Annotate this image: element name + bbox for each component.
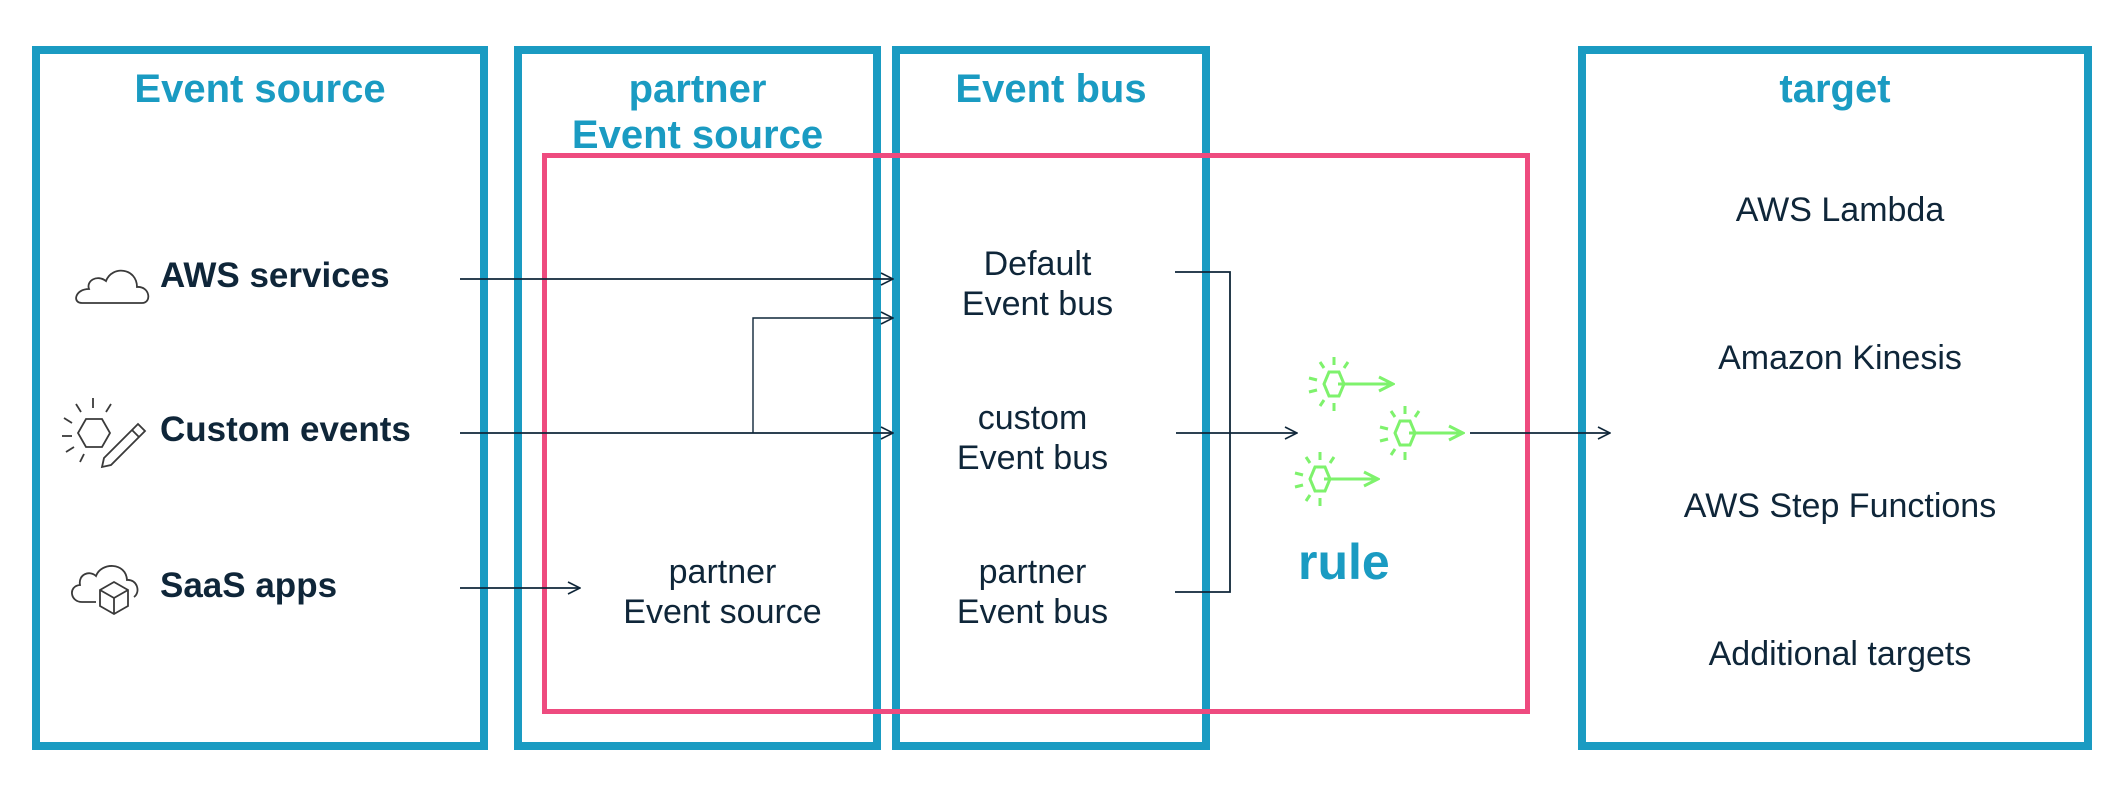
rule-icon-1	[1308, 357, 1393, 411]
partner-event-source-column	[514, 46, 881, 750]
custom-bus-line1: custom	[977, 399, 1088, 437]
source-label-aws-services: AWS services	[160, 256, 390, 295]
partner-bus-line1: partner	[978, 553, 1087, 591]
custom-bus-line2: Event bus	[956, 439, 1109, 477]
event-bus-column	[892, 46, 1210, 750]
target-column	[1578, 46, 2092, 750]
custom-event-bus-label: custom Event bus	[895, 398, 1170, 478]
rule-label: rule	[1298, 534, 1390, 590]
target-aws-step-functions: AWS Step Functions	[1683, 487, 1997, 525]
partner-event-source-label: partner Event source	[590, 552, 855, 632]
partner-event-source-header: partner Event source	[514, 66, 881, 158]
default-event-bus-label: Default Event bus	[900, 244, 1175, 324]
rule-icon-3	[1294, 452, 1378, 506]
partner-bus-line2: Event bus	[956, 593, 1109, 631]
source-label-custom-events: Custom events	[160, 410, 411, 449]
partner-event-bus-label: partner Event bus	[895, 552, 1170, 632]
cloud-icon	[75, 269, 150, 304]
rule-icon-2	[1379, 406, 1463, 460]
partner-header-line1: partner	[628, 67, 767, 111]
default-bus-line1: Default	[983, 245, 1092, 283]
custom-events-icon	[62, 398, 147, 469]
event-bus-header: Event bus	[955, 67, 1147, 111]
custom-to-default-arrow	[752, 318, 893, 433]
target-aws-lambda: AWS Lambda	[1735, 191, 1945, 229]
partner-source-line1: partner	[668, 553, 777, 591]
source-label-saas-apps: SaaS apps	[160, 566, 338, 605]
saas-cloud-icon	[71, 565, 139, 616]
default-bus-line2: Event bus	[961, 285, 1114, 323]
partner-header-line2: Event source	[571, 113, 824, 157]
target-amazon-kinesis: Amazon Kinesis	[1718, 339, 1962, 377]
target-additional-targets: Additional targets	[1708, 635, 1972, 673]
bus-bracket	[1175, 271, 1231, 593]
partner-source-line2: Event source	[623, 593, 822, 631]
target-header: target	[1779, 67, 1891, 111]
event-source-column	[32, 46, 488, 750]
event-source-header: Event source	[134, 67, 386, 111]
